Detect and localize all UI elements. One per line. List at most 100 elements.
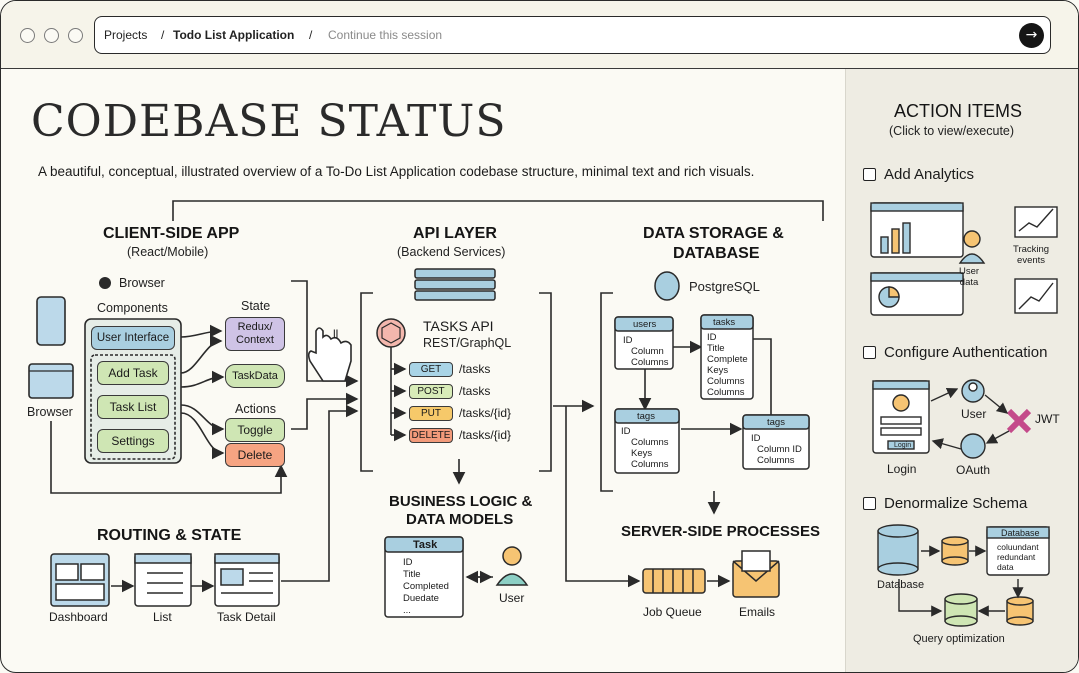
- business-title-2: DATA MODELS: [406, 511, 514, 528]
- user-avatar-icon: [495, 546, 529, 586]
- page-subtitle: A beautiful, conceptual, illustrated ove…: [38, 164, 755, 179]
- action-item-configure-auth[interactable]: Configure Authentication: [859, 342, 1069, 364]
- breadcrumb-separator: /: [161, 28, 165, 42]
- action-toggle[interactable]: Toggle: [225, 418, 285, 442]
- component-add-task[interactable]: Add Task: [97, 361, 169, 385]
- breadcrumb-project[interactable]: Todo List Application: [173, 28, 295, 42]
- database-cylinder-icon: [877, 524, 919, 576]
- users-field-1: ID: [623, 335, 633, 346]
- tags2-field-1: ID: [751, 433, 761, 444]
- breadcrumb-separator-2: /: [309, 28, 313, 42]
- endpoint-post-path[interactable]: /tasks: [459, 384, 491, 398]
- table-tags2-title[interactable]: tags: [767, 417, 785, 428]
- business-user-label: User: [499, 591, 525, 605]
- users-field-3: Columns: [631, 357, 669, 368]
- action-label-add-analytics[interactable]: Add Analytics: [884, 166, 975, 183]
- db-tables: [614, 314, 810, 474]
- task-model-card: [384, 536, 464, 618]
- window-close-control[interactable]: [20, 28, 35, 43]
- email-icon: [732, 550, 780, 598]
- auth-oauth-label: OAuth: [956, 463, 991, 477]
- server-stack-icon: [414, 268, 496, 301]
- session-input[interactable]: Continue this session: [328, 28, 443, 42]
- screen-dashboard[interactable]: Dashboard: [49, 610, 108, 624]
- page-title: CODEBASE STATUS: [31, 96, 507, 147]
- tasks-field-2: Title: [707, 343, 725, 354]
- denorm-field-1: coluundant: [997, 542, 1039, 552]
- tags-field-3: Keys: [631, 448, 653, 459]
- analytics-tracking-note: Tracking events: [1013, 244, 1050, 266]
- checkbox-denormalize[interactable]: [863, 497, 876, 510]
- session-address-bar[interactable]: Projects / Todo List Application / Conti…: [94, 16, 1051, 54]
- method-put[interactable]: PUT: [409, 406, 453, 421]
- components-label: Components: [97, 301, 168, 315]
- postgres-label: PostgreSQL: [689, 279, 760, 294]
- pointer-hand-icon: [307, 327, 352, 382]
- job-queue-icon: [642, 568, 706, 594]
- action-label-denormalize[interactable]: Denormalize Schema: [884, 495, 1028, 512]
- component-user-interface[interactable]: User Interface: [91, 326, 175, 350]
- window-minimize-control[interactable]: [44, 28, 59, 43]
- action-items-subtitle: (Click to view/execute): [889, 124, 1015, 138]
- action-item-denormalize[interactable]: Denormalize Schema: [859, 493, 1059, 515]
- component-settings[interactable]: Settings: [97, 429, 169, 453]
- analytics-user-icon: [963, 230, 981, 248]
- table-tasks-title[interactable]: tasks: [713, 317, 736, 328]
- action-label-configure-auth[interactable]: Configure Authentication: [884, 344, 1048, 361]
- task-field-completed: Completed: [403, 581, 449, 592]
- breadcrumb-projects[interactable]: Projects: [104, 28, 148, 42]
- state-taskdata[interactable]: TaskData: [225, 364, 285, 388]
- tasks-api-title: TASKS API: [423, 318, 494, 334]
- login-form-button: Login: [894, 442, 912, 449]
- postgresql-icon: [654, 271, 680, 301]
- table-users-title[interactable]: users: [633, 319, 657, 330]
- window-maximize-control[interactable]: [68, 28, 83, 43]
- action-item-add-analytics[interactable]: Add Analytics: [859, 164, 1059, 186]
- action-delete[interactable]: Delete: [225, 443, 285, 467]
- endpoint-get-path[interactable]: /tasks: [459, 362, 491, 376]
- checkbox-add-analytics[interactable]: [863, 168, 876, 181]
- checkbox-configure-auth[interactable]: [863, 346, 876, 359]
- auth-user-label: User: [961, 407, 987, 421]
- task-model-title: Task: [413, 539, 438, 551]
- state-redux-context[interactable]: Redux/ Context: [225, 317, 285, 351]
- endpoint-delete-path[interactable]: /tasks/{id}: [459, 428, 512, 442]
- action-items-title: ACTION ITEMS: [894, 101, 1023, 121]
- routing-title: ROUTING & STATE: [97, 527, 242, 544]
- denorm-field-3: data: [997, 562, 1014, 572]
- tasks-field-1: ID: [707, 332, 717, 343]
- emails-label[interactable]: Emails: [739, 605, 776, 619]
- method-post[interactable]: POST: [409, 384, 453, 399]
- business-title-1: BUSINESS LOGIC &: [389, 493, 533, 510]
- table-tags-title[interactable]: tags: [637, 411, 655, 422]
- tags2-field-2: Column ID: [757, 444, 802, 455]
- method-delete[interactable]: DELETE: [409, 428, 453, 443]
- tasks-field-3: Complete: [707, 354, 748, 365]
- denorm-card-title: Database: [1001, 528, 1040, 538]
- screen-task-detail[interactable]: Task Detail: [217, 610, 276, 624]
- api-subtitle: (Backend Services): [397, 245, 506, 259]
- browser-brand-label: Browser: [119, 276, 165, 290]
- api-title: API LAYER: [413, 225, 497, 242]
- small-db-icon: [941, 536, 969, 566]
- screen-list[interactable]: List: [153, 610, 172, 624]
- arrow-right-icon[interactable]: →: [1019, 23, 1044, 48]
- device-browser-label: Browser: [27, 405, 73, 419]
- tags-field-4: Columns: [631, 459, 669, 470]
- component-task-list[interactable]: Task List: [97, 395, 169, 419]
- client-title: CLIENT-SIDE APP: [103, 225, 240, 242]
- auth-jwt-label: JWT: [1035, 412, 1060, 426]
- analytics-user-data-note: User data: [959, 266, 980, 288]
- tasks-field-4: Keys: [707, 365, 729, 376]
- green-db-icon: [944, 593, 978, 627]
- storage-title-2: DATABASE: [673, 245, 760, 262]
- tasks-field-5: Columns: [707, 376, 745, 387]
- storage-title-1: DATA STORAGE &: [643, 225, 784, 242]
- method-get[interactable]: GET: [409, 362, 453, 377]
- server-title: SERVER-SIDE PROCESSES: [621, 523, 820, 540]
- endpoint-put-path[interactable]: /tasks/{id}: [459, 406, 512, 420]
- tasks-api-subtitle: REST/GraphQL: [423, 336, 512, 350]
- job-queue-label[interactable]: Job Queue: [643, 605, 702, 619]
